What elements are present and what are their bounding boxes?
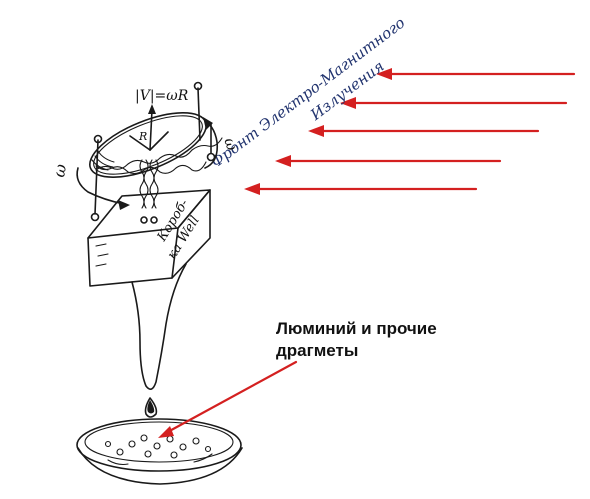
post-right <box>197 87 201 141</box>
radiation-arrows <box>244 68 576 195</box>
box-front-face <box>87 227 179 287</box>
bowl-base <box>77 447 243 485</box>
radiation-arrowhead-5 <box>244 183 260 195</box>
radiation-arrowhead-4 <box>275 155 291 167</box>
wave-front-label: Фронт Электро-Магнитного Излучения <box>208 14 409 172</box>
particle <box>179 443 187 451</box>
disc-outline <box>89 112 207 178</box>
omega-right-arrowhead <box>203 117 213 130</box>
particle <box>166 435 174 443</box>
disc-wire-b <box>95 161 207 175</box>
particle <box>153 442 161 450</box>
wire-left-b <box>143 159 149 209</box>
box-shading <box>95 243 109 267</box>
post-left <box>94 139 99 215</box>
box-side-face <box>171 189 211 279</box>
callout-label: Люминий и прочие драгметы <box>276 318 437 362</box>
omega-left-arc <box>76 167 125 205</box>
wire-terminal-left <box>140 216 148 224</box>
wire-right-a <box>149 159 155 209</box>
funnel-body <box>131 263 187 390</box>
wire-right-b <box>153 159 159 209</box>
callout-arrow-line <box>162 360 298 436</box>
omega-arrows: ω ω <box>49 117 241 210</box>
particle <box>140 434 148 442</box>
particle <box>116 448 124 456</box>
particle <box>144 450 152 458</box>
support-posts <box>90 81 216 222</box>
radius-line-2 <box>129 135 151 151</box>
velocity-vector <box>149 109 153 151</box>
omega-left-arrowhead <box>118 200 130 210</box>
wire-left-a <box>139 159 145 209</box>
particle <box>128 440 136 448</box>
particle <box>104 440 112 448</box>
callout-arrow <box>158 360 298 438</box>
omega-left-label: ω <box>49 163 70 179</box>
post-left-top-ring <box>93 134 103 144</box>
well-box: Короб- ка Well <box>87 189 211 287</box>
particle <box>192 437 200 445</box>
callout-line2: драгметы <box>276 341 359 360</box>
feed-wires <box>139 159 159 224</box>
bowl-shading <box>107 453 213 466</box>
velocity-arrowhead <box>148 104 156 114</box>
bowl-inner-rim <box>84 421 234 463</box>
callout-arrowhead <box>158 426 174 438</box>
callout-line1: Люминий и прочие <box>276 319 437 338</box>
funnel-stream <box>131 263 187 418</box>
particle <box>204 445 212 453</box>
radiation-arrowhead-1 <box>376 68 392 80</box>
radius-label: R <box>138 130 147 143</box>
metal-particles <box>104 434 212 459</box>
radiation-arrowhead-3 <box>308 125 324 137</box>
particle <box>170 451 178 459</box>
bowl-rim <box>76 418 242 472</box>
disc-wire-a <box>95 137 223 171</box>
disc-rim <box>93 115 203 175</box>
drop <box>144 397 158 418</box>
rotating-disc: R <box>89 104 223 178</box>
drop-fill <box>147 400 155 414</box>
radiation-arrowhead-2 <box>340 97 356 109</box>
post-right-top-ring <box>193 81 203 91</box>
velocity-formula: |V|=ωR <box>135 88 189 104</box>
radius-line <box>149 131 169 151</box>
omega-right-label: ω <box>220 135 241 153</box>
wire-terminal-right <box>150 216 158 224</box>
collecting-bowl <box>76 418 243 485</box>
post-left-bottom-ring <box>90 212 100 222</box>
